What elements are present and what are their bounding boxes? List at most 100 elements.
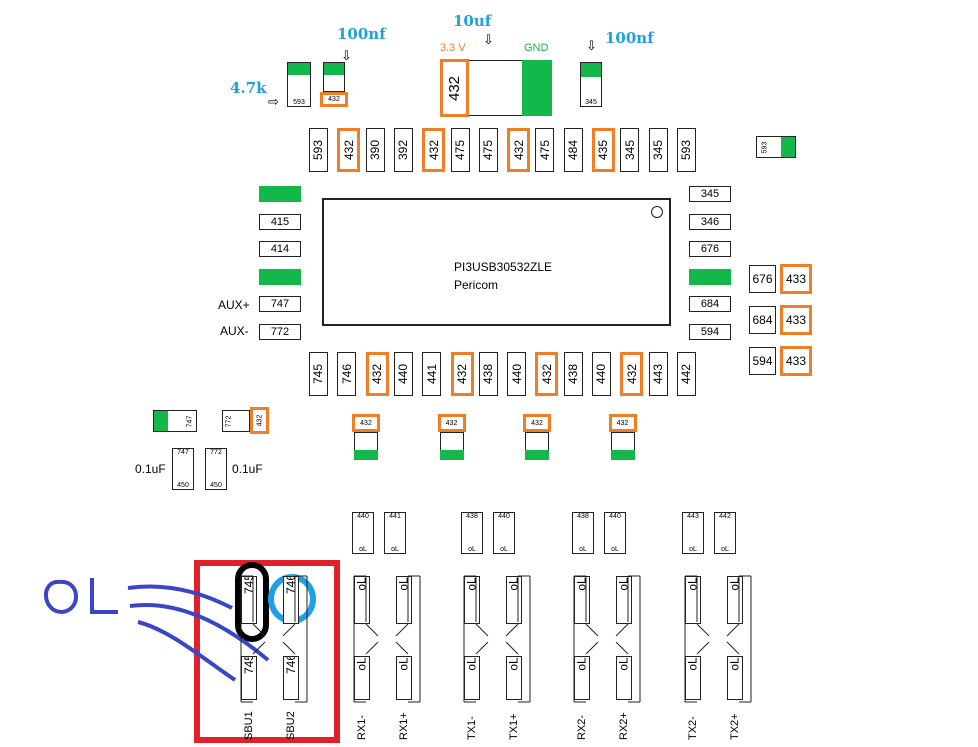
cap-433-0: 433: [780, 264, 812, 294]
cap-432-bottom-2: 432: [523, 414, 551, 432]
conn-bottom-2-1: oL: [506, 656, 522, 700]
cap-345: 345: [580, 62, 602, 107]
handwritten-o: [44, 579, 78, 615]
pin-left-5: 772: [259, 323, 301, 340]
pin-bottom-4: 441: [422, 352, 442, 396]
pin-right-0: 345: [689, 186, 731, 202]
label-10uf: 10uf: [453, 12, 492, 30]
resistor-593-right: 593: [756, 136, 796, 158]
pad-right-3: [689, 268, 731, 285]
cap-pad-bottom-2: [525, 450, 549, 460]
pin-top-12: 345: [648, 128, 668, 172]
resistor-right-1: 684: [749, 306, 776, 334]
pin-top-6: 475: [478, 128, 498, 172]
cap-432-left: 432: [250, 407, 269, 434]
pin-top-1: 432: [337, 128, 361, 172]
connector-label-0-1: SBU2: [285, 711, 297, 740]
pin-right-1: 346: [689, 213, 731, 230]
ic-chip: PI3USB30532ZLE Pericom: [322, 198, 671, 326]
resistor-right-0: 676: [749, 265, 776, 293]
pin-top-7: 432: [507, 128, 531, 172]
cap-432-big: 432: [440, 59, 469, 117]
connector-label-2-0: TX1-: [466, 716, 478, 740]
cap-433-1: 433: [780, 305, 812, 335]
ink-stroke: [137, 620, 237, 682]
cap-pad-bottom-3: [610, 450, 635, 460]
handwritten-l: [90, 578, 118, 614]
pin-bottom-1: 746: [337, 352, 357, 396]
pin-left-4: 747: [259, 296, 301, 312]
connector-outline-4: [684, 575, 752, 703]
resistor-593: 593: [287, 62, 311, 107]
connector-label-3-0: RX2-: [576, 714, 588, 740]
pin-top-13: 593: [676, 128, 696, 172]
connector-label-0-0: SBU1: [243, 711, 255, 740]
pin-top-2: 390: [365, 128, 385, 172]
pin-right-4: 684: [689, 296, 731, 312]
pad-left-3: [259, 268, 301, 285]
pin-top-9: 484: [563, 128, 583, 172]
connector-label-4-0: TX2-: [687, 716, 699, 740]
pin-top-8: 475: [535, 128, 555, 172]
connector-label-2-1: TX1+: [508, 713, 520, 740]
pin-top-5: 475: [450, 128, 470, 172]
pin-top-4: 432: [422, 128, 446, 172]
arrow-down-icon: ⇩: [341, 48, 352, 63]
pin-bottom-7: 440: [507, 352, 527, 396]
conn-bottom-3-1: oL: [616, 656, 632, 700]
pin-top-10: 435: [592, 128, 615, 172]
cap-pad-bottom-1: [439, 450, 464, 460]
pin-bottom-0: 745: [309, 352, 328, 396]
pin-bottom-10: 440: [592, 352, 611, 396]
pin-top-3: 392: [393, 128, 413, 172]
connector-label-4-1: TX2+: [729, 713, 741, 740]
pin-bottom-11: 432: [620, 352, 644, 396]
pin-bottom-6: 438: [478, 352, 498, 396]
ink-stroke: [129, 603, 270, 662]
cap-432-bottom-0: 432: [352, 414, 380, 432]
connector-label-1-1: RX1+: [398, 712, 410, 740]
pin-top-0: 593: [309, 128, 328, 172]
pin-right-2: 676: [689, 241, 731, 257]
cap-432-bottom-1: 432: [437, 414, 466, 432]
label-gnd: GND: [524, 42, 549, 54]
connector-outline-2: [463, 575, 531, 703]
gnd-pad: [522, 60, 552, 116]
pin-bottom-13: 442: [676, 352, 696, 396]
connector-label-3-1: RX2+: [618, 712, 630, 740]
arrow-down-icon: ⇩: [483, 32, 494, 47]
label-aux-plus: AUX+: [218, 298, 250, 312]
pin-left-2: 414: [259, 241, 301, 257]
pin-bottom-3: 440: [393, 352, 413, 396]
cap-432-small: 432: [320, 92, 348, 107]
label-4-7k: 4.7k: [230, 79, 267, 97]
resistor-772: 772: [222, 410, 250, 432]
pin1-marker: [651, 206, 663, 218]
pin-bottom-5: 432: [450, 352, 474, 396]
ink-stroke: [127, 584, 233, 610]
resistor-right-2: 594: [749, 347, 776, 375]
conn-bottom-0-1: 746: [283, 656, 299, 700]
pad-left-0: [259, 186, 301, 202]
resistor-747: 747: [153, 410, 197, 432]
pin-bottom-2: 432: [365, 352, 389, 396]
conn-bottom-4-1: oL: [727, 656, 743, 700]
connector-outline-1: [353, 575, 421, 703]
connector-label-1-0: RX1-: [356, 714, 368, 740]
label-100nf-left: 100nf: [337, 25, 386, 43]
conn-bottom-1-1: oL: [396, 656, 412, 700]
pin-bottom-9: 438: [563, 352, 583, 396]
highlight-black-oval: [235, 562, 269, 642]
label-3v3: 3.3 V: [440, 42, 466, 54]
